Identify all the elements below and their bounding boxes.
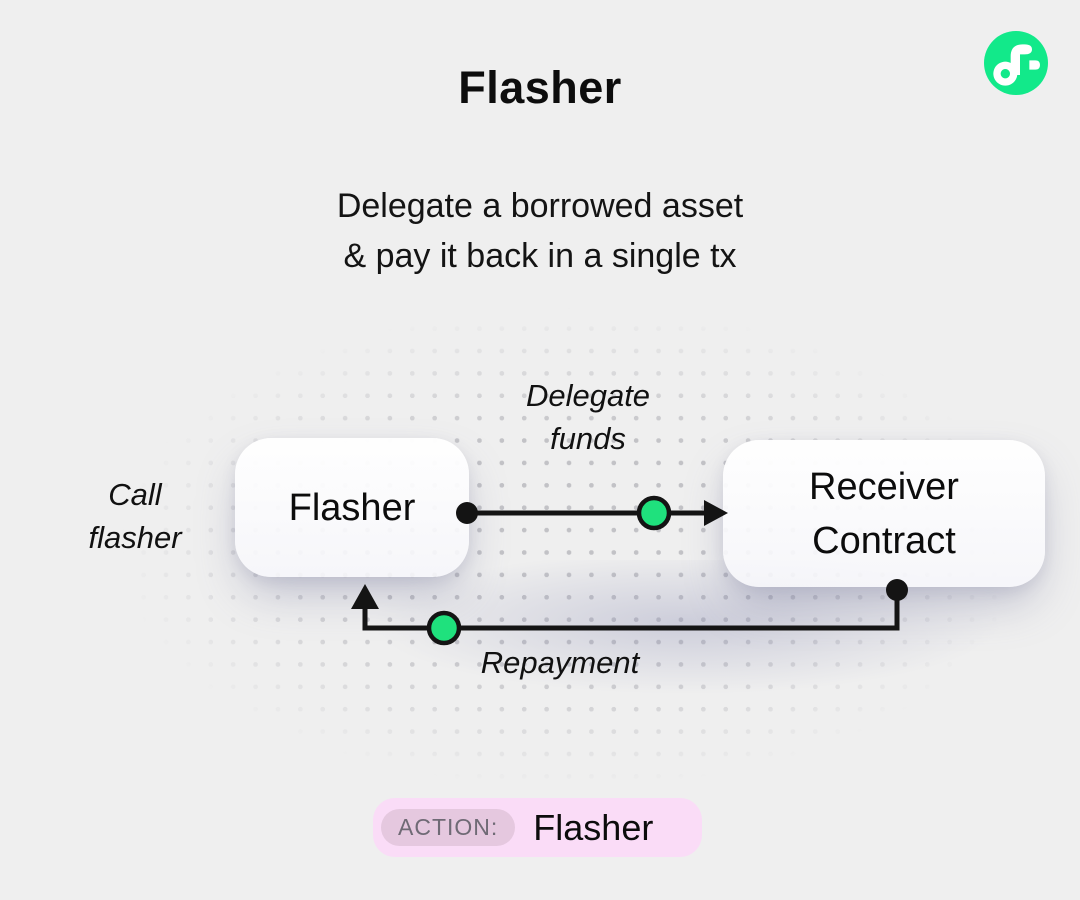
flasher-node-label: Flasher — [288, 486, 416, 529]
action-badge-label: ACTION: — [381, 809, 516, 846]
delegate-funds-label: Delegate funds — [525, 378, 651, 456]
fluid-logo-icon — [984, 31, 1048, 95]
subtitle-line-2: & pay it back in a single tx — [343, 237, 737, 275]
page-title: Flasher — [458, 62, 622, 113]
action-badge-value: Flasher — [533, 806, 654, 848]
flasher-node: Flasher — [235, 438, 469, 577]
page-subtitle: Delegate a borrowed asset & pay it back … — [0, 181, 1080, 281]
subtitle-line-1: Delegate a borrowed asset — [336, 187, 744, 225]
call-flasher-label: Call flasher — [88, 477, 182, 555]
repayment-label: Repayment — [480, 645, 640, 680]
receiver-contract-node: Receiver Contract — [723, 440, 1045, 587]
action-badge: ACTION: Flasher — [373, 798, 702, 857]
receiver-node-line-1: Receiver — [809, 465, 959, 508]
receiver-node-line-2: Contract — [812, 519, 956, 562]
